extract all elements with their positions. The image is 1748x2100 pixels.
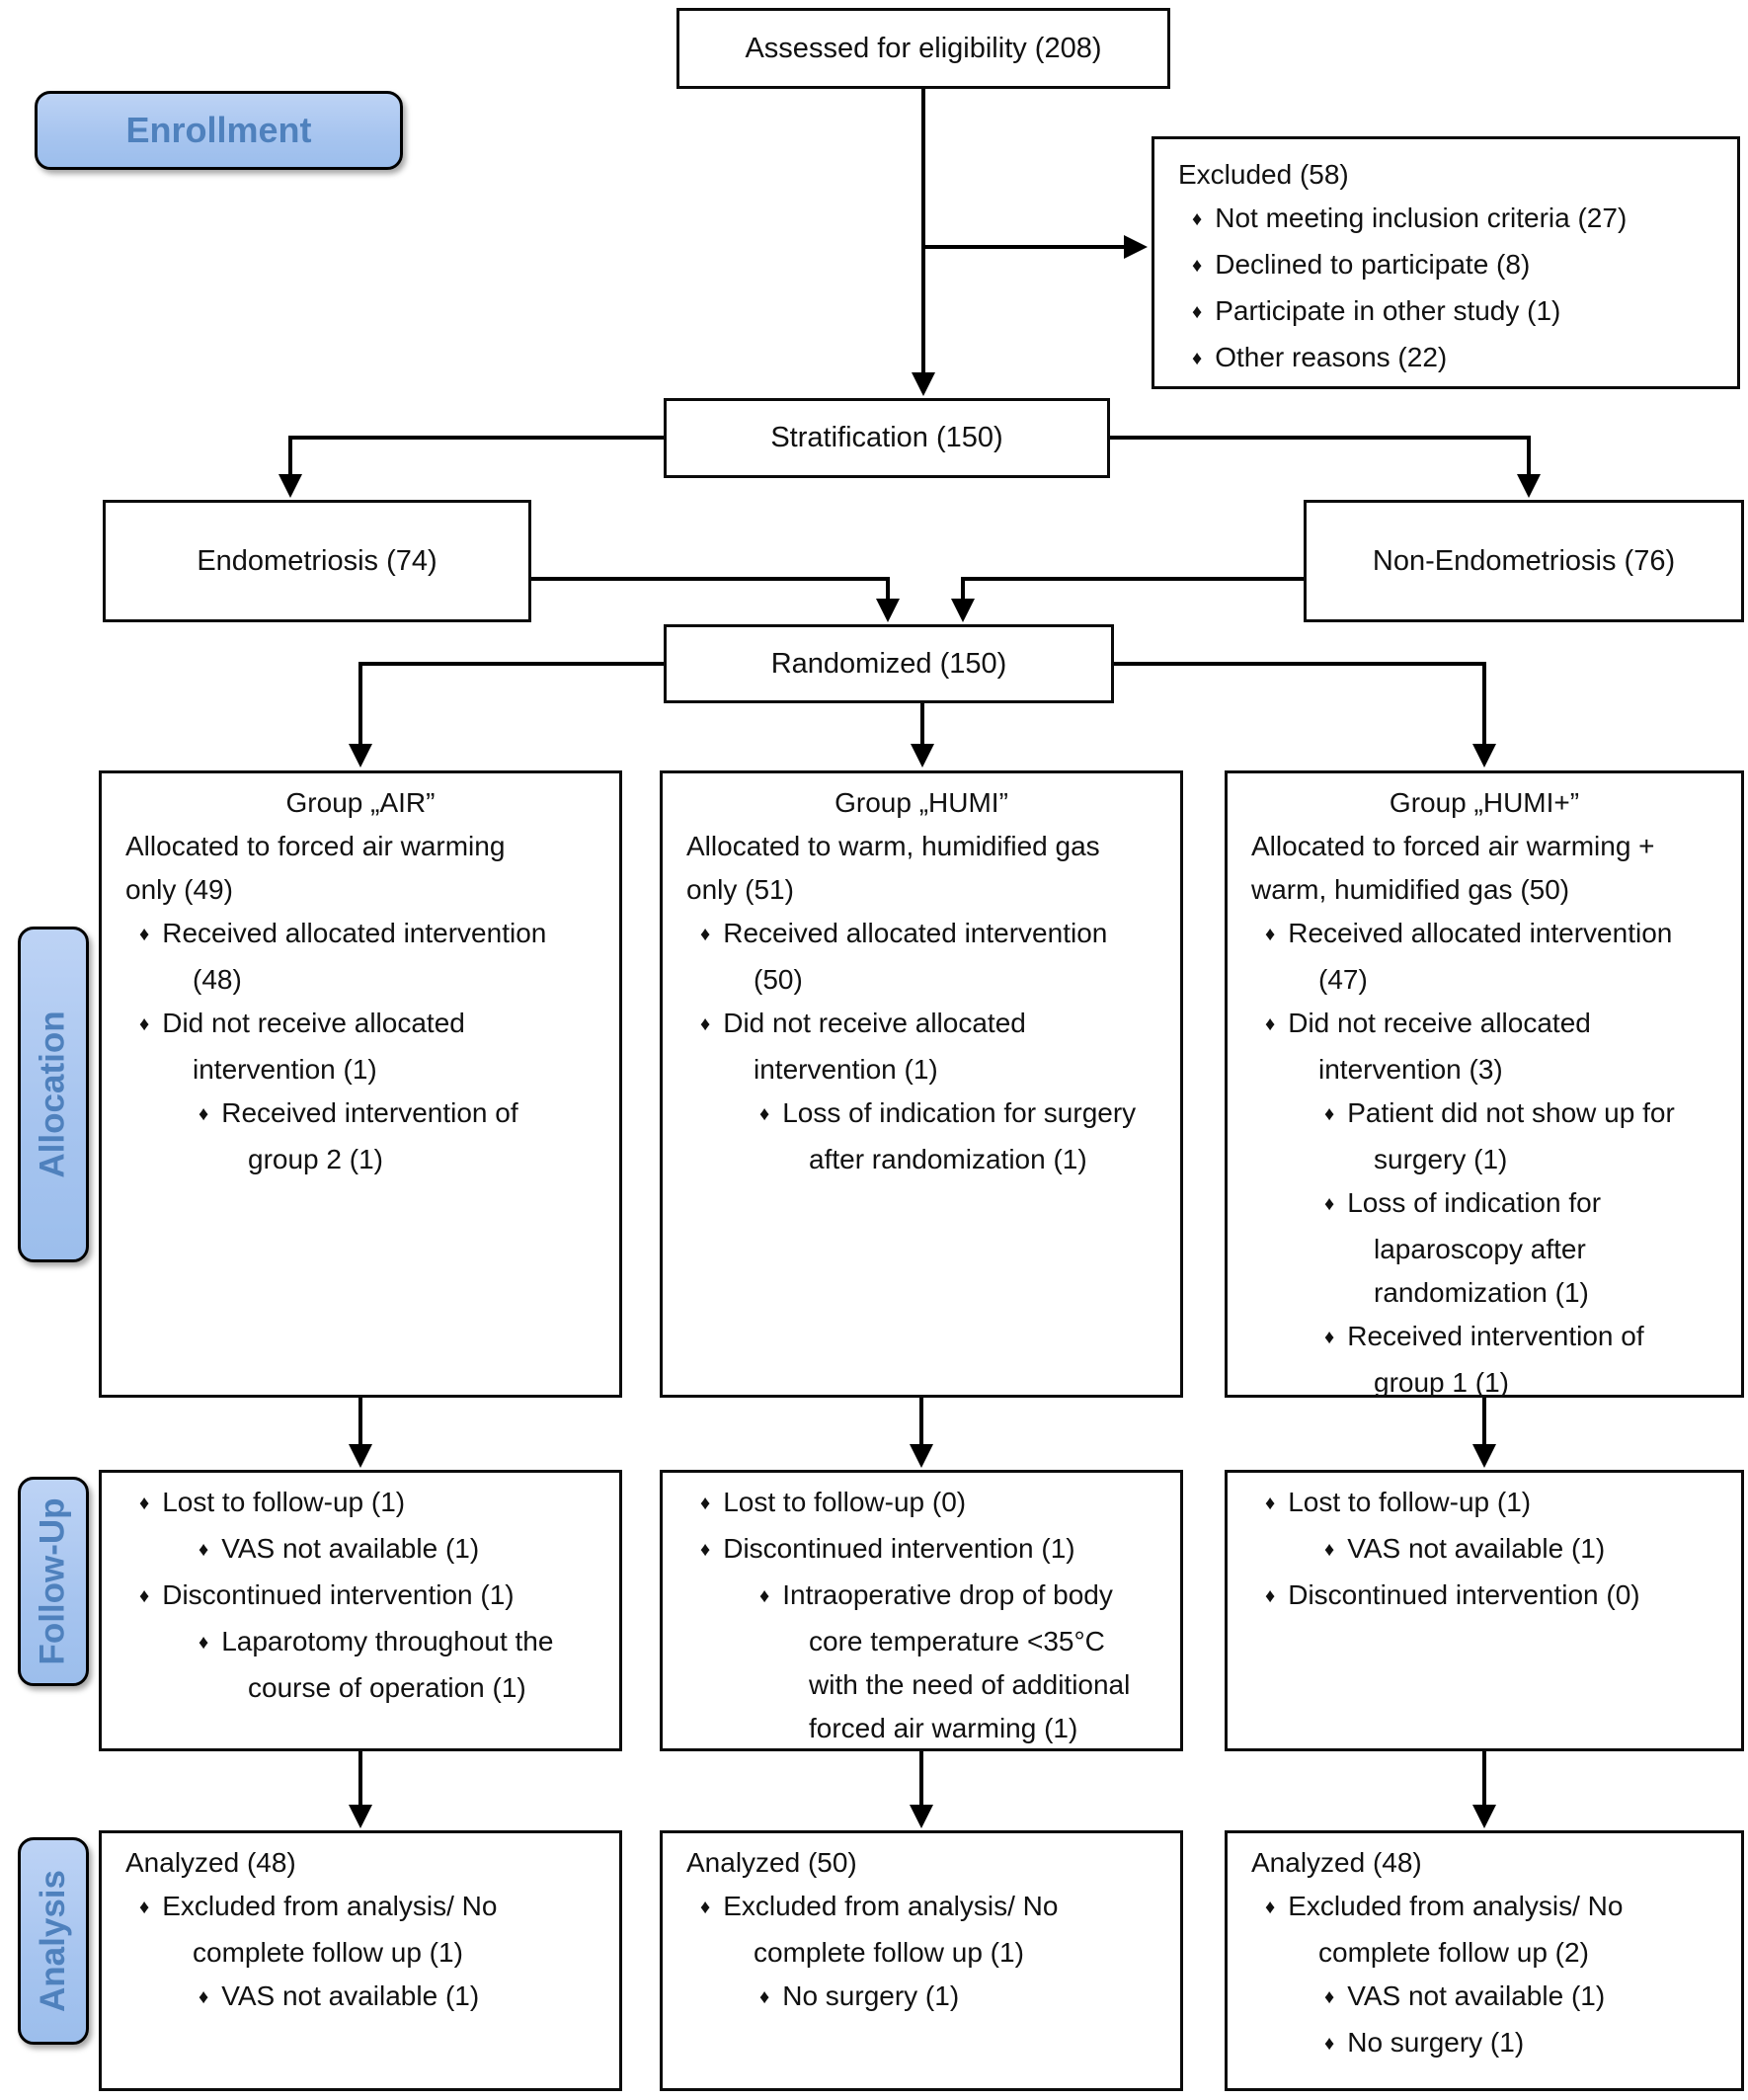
text-line: Participate in other study (1) <box>1154 289 1737 336</box>
stage-label-analysis: Analysis <box>18 1837 89 2045</box>
text-line: Loss of indication for surgery after ran… <box>663 1091 1180 1181</box>
allocation-box-humi: Group „HUMI” Allocated to warm, humidifie… <box>660 770 1183 1398</box>
stage-label-follow-up-text: Follow-Up <box>34 1497 72 1665</box>
stage-label-follow-up: Follow-Up <box>18 1477 89 1686</box>
stage-label-enrollment: Enrollment <box>35 91 403 170</box>
text-line: No surgery (1) <box>1228 2021 1741 2067</box>
arrow-randomized-to-air <box>349 662 664 767</box>
text-line: Excluded from analysis/ No complete foll… <box>102 1885 619 1975</box>
stage-label-allocation-text: Allocation <box>34 1010 72 1178</box>
stage-label-allocation: Allocation <box>18 927 89 1262</box>
text-line: Declined to participate (8) <box>1154 243 1737 289</box>
text-line: No surgery (1) <box>663 1975 1180 2021</box>
text-line: Lost to follow-up (1) <box>1228 1481 1741 1527</box>
text-line: Did not receive allocated intervention (… <box>663 1002 1180 1091</box>
followup-box-humiplus: Lost to follow-up (1)VAS not available (… <box>1225 1470 1744 1751</box>
text-line: Group „HUMI+” <box>1389 787 1580 818</box>
stage-label-enrollment-text: Enrollment <box>125 110 312 150</box>
analysis-box-humi: Analyzed (50) Excluded from analysis/ No … <box>660 1830 1183 2091</box>
text-line: VAS not available (1) <box>102 1527 619 1574</box>
text-line: Analyzed (48) <box>1251 1847 1422 1878</box>
text-line: Other reasons (22) <box>1154 336 1737 382</box>
text-line: Did not receive allocated intervention (… <box>102 1002 619 1091</box>
arrow-non-endometriosis-to-randomized <box>951 577 1304 622</box>
text-line: VAS not available (1) <box>1228 1975 1741 2021</box>
text-line: Did not receive allocated intervention (… <box>1228 1002 1741 1091</box>
stratification-box: Stratification (150) <box>664 398 1110 478</box>
text-line: VAS not available (1) <box>1228 1527 1741 1574</box>
text-line: Allocated to forced air warming only (49… <box>125 831 506 905</box>
text-line: Excluded from analysis/ No complete foll… <box>663 1885 1180 1975</box>
text-line: Allocated to forced air warming + warm, … <box>1251 831 1655 905</box>
text-line: Received intervention of group 2 (1) <box>102 1091 619 1181</box>
analysis-box-air: Analyzed (48) Excluded from analysis/ No … <box>99 1830 622 2091</box>
arrow-endometriosis-to-randomized <box>531 577 900 622</box>
text-line: Lost to follow-up (1) <box>102 1481 619 1527</box>
excluded-box: Excluded (58) Not meeting inclusion crite… <box>1152 136 1740 389</box>
text-line: Group „AIR” <box>285 787 436 818</box>
text-line: Patient did not show up for surgery (1) <box>1228 1091 1741 1181</box>
text-line: Group „HUMI” <box>834 787 1008 818</box>
allocation-box-humiplus: Group „HUMI+” Allocated to forced air war… <box>1225 770 1744 1398</box>
allocation-box-air: Group „AIR” Allocated to forced air warmi… <box>99 770 622 1398</box>
text-line: Received allocated intervention (50) <box>663 912 1180 1002</box>
text-line: Loss of indication for laparoscopy after… <box>1228 1181 1741 1315</box>
text-line: Allocated to warm, humidified gas only (… <box>686 831 1100 905</box>
text-line: Discontinued intervention (0) <box>1228 1574 1741 1620</box>
endometriosis-box: Endometriosis (74) <box>103 500 531 622</box>
text-line: Intraoperative drop of body core tempera… <box>663 1574 1180 1750</box>
assessed-box: Assessed for eligibility (208) <box>676 8 1170 89</box>
text-line: Discontinued intervention (1) <box>663 1527 1180 1574</box>
non-endometriosis-box: Non-Endometriosis (76) <box>1304 500 1744 622</box>
followup-box-humi: Lost to follow-up (0)Discontinued interv… <box>660 1470 1183 1751</box>
text-line: Laparotomy throughout the course of oper… <box>102 1620 619 1710</box>
arrow-stratification-to-non-endometriosis <box>1110 436 1541 498</box>
arrow-stratification-to-endometriosis <box>278 436 664 498</box>
text-line: Received allocated intervention (48) <box>102 912 619 1002</box>
text-line: Not meeting inclusion criteria (27) <box>1154 197 1737 243</box>
text-line: Lost to follow-up (0) <box>663 1481 1180 1527</box>
text-line: Analyzed (48) <box>125 1847 296 1878</box>
text-line: Excluded from analysis/ No complete foll… <box>1228 1885 1741 1975</box>
stage-label-analysis-text: Analysis <box>34 1870 72 2012</box>
text-line: Received allocated intervention (47) <box>1228 912 1741 1002</box>
text-line: Excluded (58) <box>1178 159 1349 190</box>
text-line: Received intervention of group 1 (1) <box>1228 1315 1741 1405</box>
text-line: VAS not available (1) <box>102 1975 619 2021</box>
text-line: Analyzed (50) <box>686 1847 857 1878</box>
text-line: Discontinued intervention (1) <box>102 1574 619 1620</box>
analysis-box-humiplus: Analyzed (48) Excluded from analysis/ No … <box>1225 1830 1744 2091</box>
randomized-box: Randomized (150) <box>664 624 1114 703</box>
followup-box-air: Lost to follow-up (1)VAS not available (… <box>99 1470 622 1751</box>
arrow-randomized-to-humiplus <box>1114 662 1496 767</box>
